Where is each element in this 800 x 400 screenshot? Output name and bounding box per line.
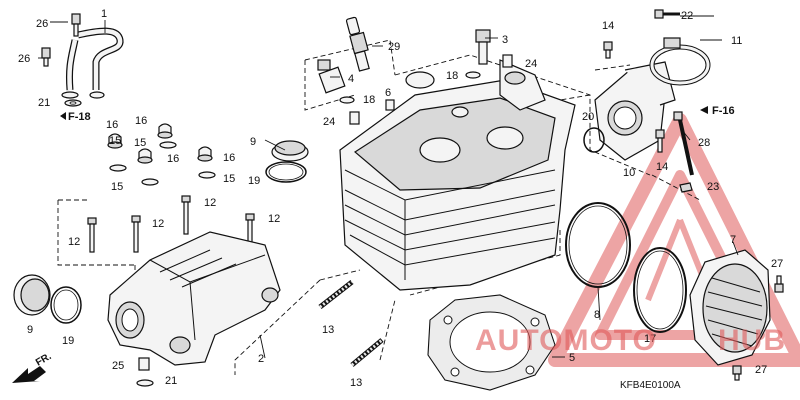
assembly-outline-head xyxy=(304,39,701,296)
callout-29: 29 xyxy=(388,41,400,53)
clamp-11 xyxy=(649,37,711,86)
bolt-14a xyxy=(603,41,613,59)
callout-7: 7 xyxy=(730,234,736,246)
spark-plug xyxy=(345,16,370,72)
callout-8: 8 xyxy=(594,309,600,321)
watermark-logo xyxy=(548,113,800,367)
nut-23 xyxy=(679,182,693,193)
ref-upper-right: F-16 xyxy=(712,105,735,117)
bolt-27a xyxy=(774,275,784,293)
callout-19-left: 19 xyxy=(62,335,74,347)
pin-24a xyxy=(502,54,513,68)
washer-21-top xyxy=(64,99,82,107)
callout-18b: 18 xyxy=(363,94,375,106)
o-ring-20 xyxy=(583,127,605,153)
callout-21a: 21 xyxy=(38,97,50,109)
washer-18b xyxy=(339,96,355,104)
callout-14b: 14 xyxy=(656,161,668,173)
callout-28: 28 xyxy=(698,137,710,149)
plug-9-left xyxy=(13,274,51,316)
fitting-4 xyxy=(317,59,346,94)
callout-15d: 15 xyxy=(223,173,235,185)
washer-21-bottom xyxy=(136,379,154,387)
callout-4: 4 xyxy=(348,73,354,85)
callout-15c: 15 xyxy=(111,181,123,193)
head-gasket xyxy=(427,294,556,391)
callout-12d: 12 xyxy=(268,213,280,225)
front-arrow-icon: FR. xyxy=(12,351,54,383)
callout-24a: 24 xyxy=(525,58,537,70)
callout-12a: 12 xyxy=(68,236,80,248)
bolt-28 xyxy=(673,111,694,176)
callout-27a: 27 xyxy=(771,258,783,270)
callout-14a: 14 xyxy=(602,20,614,32)
leader-lines xyxy=(38,15,739,359)
bolt-27b xyxy=(732,365,742,381)
insulator-10 xyxy=(594,61,676,161)
sensor-3 xyxy=(475,29,491,65)
callout-16b: 16 xyxy=(135,115,147,127)
pin-25 xyxy=(138,357,150,371)
washer-18a xyxy=(465,71,481,79)
callout-23: 23 xyxy=(707,181,719,193)
breather-pipe xyxy=(61,27,124,99)
callout-16d: 16 xyxy=(223,152,235,164)
bolt-26b xyxy=(41,47,51,67)
bolt-14b xyxy=(655,129,665,153)
callout-22: 22 xyxy=(681,10,693,22)
reference-markers: F-18 F-16 xyxy=(60,105,735,123)
callout-21b: 21 xyxy=(165,375,177,387)
o-ring-19-top xyxy=(265,161,307,183)
watermark-text-left: AUTOMOTO xyxy=(475,324,657,357)
callout-26b: 26 xyxy=(18,53,30,65)
dowel-6 xyxy=(385,99,395,111)
callout-labels: 1 2 3 4 5 6 7 8 9 9 10 11 12 12 12 12 13… xyxy=(18,8,783,389)
gasket-17 xyxy=(633,247,687,333)
bolts-12 xyxy=(87,195,255,253)
callout-10: 10 xyxy=(623,167,635,179)
callout-9-top: 9 xyxy=(250,136,256,148)
watermark-text-right: HUB xyxy=(718,324,786,357)
bolt-26a xyxy=(71,13,81,37)
callout-3: 3 xyxy=(502,34,508,46)
callout-12c: 12 xyxy=(204,197,216,209)
watermark-text: AUTOMOTO HUB xyxy=(475,324,786,357)
callout-16c: 16 xyxy=(167,153,179,165)
callout-11: 11 xyxy=(731,35,742,47)
callout-19-top: 19 xyxy=(248,175,260,187)
pin-24b xyxy=(349,111,360,125)
cap-nut-group xyxy=(107,123,216,186)
stud-13-lower xyxy=(350,338,384,367)
callout-18a: 18 xyxy=(446,70,458,82)
callout-2: 2 xyxy=(258,353,264,365)
callout-24b: 24 xyxy=(323,116,335,128)
callout-13b: 13 xyxy=(350,377,362,389)
screw-22 xyxy=(654,9,680,19)
callout-26a: 26 xyxy=(36,18,48,30)
side-cover-7 xyxy=(689,249,771,366)
callout-20: 20 xyxy=(582,111,594,123)
callout-15a: 15 xyxy=(109,135,121,147)
cylinder-head-cover xyxy=(107,231,281,366)
callout-9-left: 9 xyxy=(27,324,33,336)
callout-5: 5 xyxy=(569,352,575,364)
callout-25: 25 xyxy=(112,360,124,372)
callout-1: 1 xyxy=(101,8,107,20)
front-label: FR. xyxy=(34,351,54,369)
callout-6: 6 xyxy=(385,87,391,99)
cylinder-head xyxy=(339,59,576,291)
callout-12b: 12 xyxy=(152,218,164,230)
ref-upper-left: F-18 xyxy=(68,111,91,123)
callout-16a: 16 xyxy=(106,119,118,131)
stud-13-upper xyxy=(318,280,354,309)
callout-17: 17 xyxy=(644,333,656,345)
plug-9-top xyxy=(271,140,309,162)
callout-15b: 15 xyxy=(134,137,146,149)
callout-13a: 13 xyxy=(322,324,334,336)
callout-27b: 27 xyxy=(755,364,767,376)
diagram-code: KFB4E0100A xyxy=(620,380,681,391)
o-ring-19-left xyxy=(50,286,82,324)
